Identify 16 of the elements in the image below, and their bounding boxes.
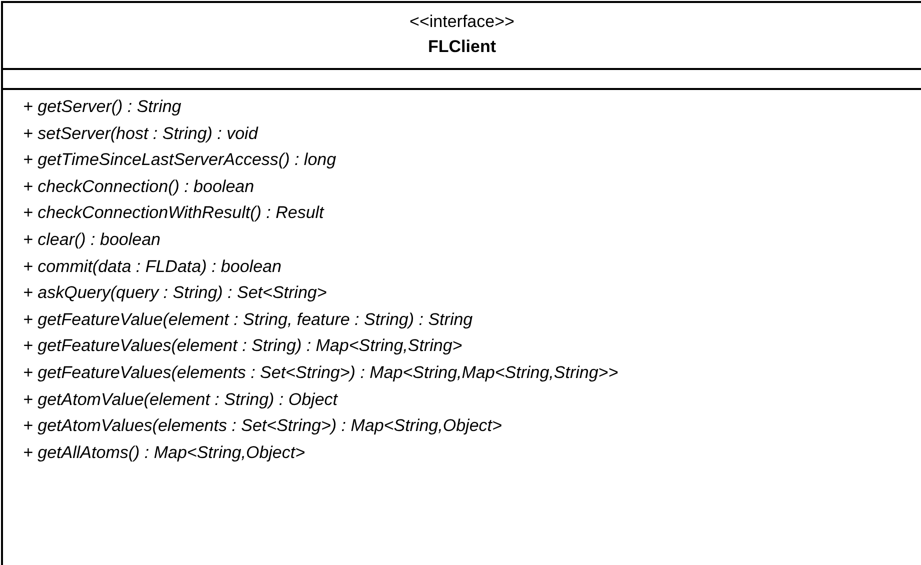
- method-signature: + clear() : boolean: [23, 230, 160, 250]
- method-signature: + getFeatureValues(elements : Set<String>) : Map<String,Map<String,String>>: [23, 363, 618, 383]
- method-signature: + checkConnection() : boolean: [23, 176, 254, 197]
- method-signature: + getFeatureValues(element : String) : Map<String,String>: [23, 336, 462, 356]
- method-signature: + getServer() : String: [23, 97, 182, 117]
- method-signature: + getFeatureValue(element : String, feature : String) : String: [23, 310, 473, 330]
- method-signature: + getTimeSinceLastServerAccess() : long: [23, 150, 336, 170]
- method-signature: + getAtomValues(elements : Set<String>) : Map<String,Object>: [23, 416, 502, 436]
- method-signature: + checkConnectionWithResult() : Result: [23, 203, 324, 224]
- method-signature: + askQuery(query : String) : Set<String>: [23, 283, 327, 304]
- method-signature: + getAtomValue(element : String) : Object: [23, 390, 338, 410]
- stereotype-label: <<interface>>: [408, 12, 516, 32]
- method-signature: + setServer(host : String) : void: [23, 124, 258, 144]
- method-signature: + commit(data : FLData) : boolean: [23, 256, 282, 277]
- method-signature: + getAllAtoms() : Map<String,Object>: [23, 442, 306, 463]
- class-name: FLClient: [427, 37, 497, 57]
